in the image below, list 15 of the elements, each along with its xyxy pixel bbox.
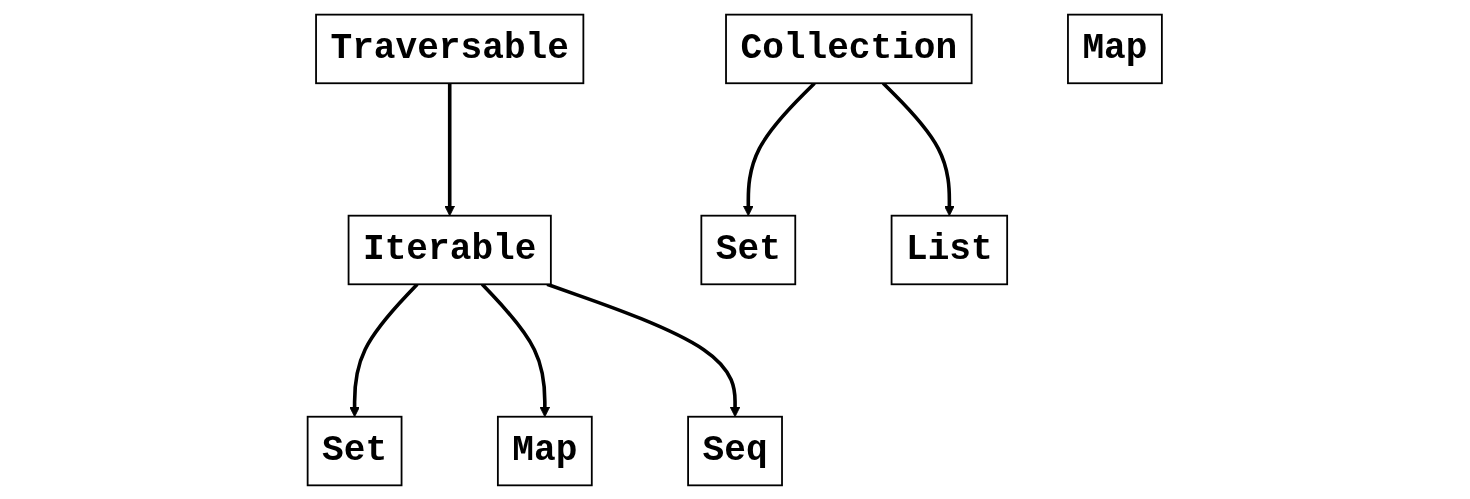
node-box: Map	[1067, 13, 1163, 84]
node-box: Collection	[725, 13, 973, 84]
arrow	[349, 282, 419, 417]
node-box: Set	[306, 415, 403, 486]
node-box: Iterable	[347, 214, 552, 285]
arrow	[444, 82, 456, 216]
node-box: Traversable	[315, 13, 585, 84]
arrow	[481, 282, 551, 417]
arrow	[743, 81, 817, 216]
node-box: Map	[497, 415, 593, 486]
node-box: Set	[700, 214, 797, 285]
arrow	[882, 81, 955, 216]
node-box: List	[890, 214, 1009, 285]
arrow	[546, 282, 741, 417]
node-box: Seq	[687, 415, 784, 486]
